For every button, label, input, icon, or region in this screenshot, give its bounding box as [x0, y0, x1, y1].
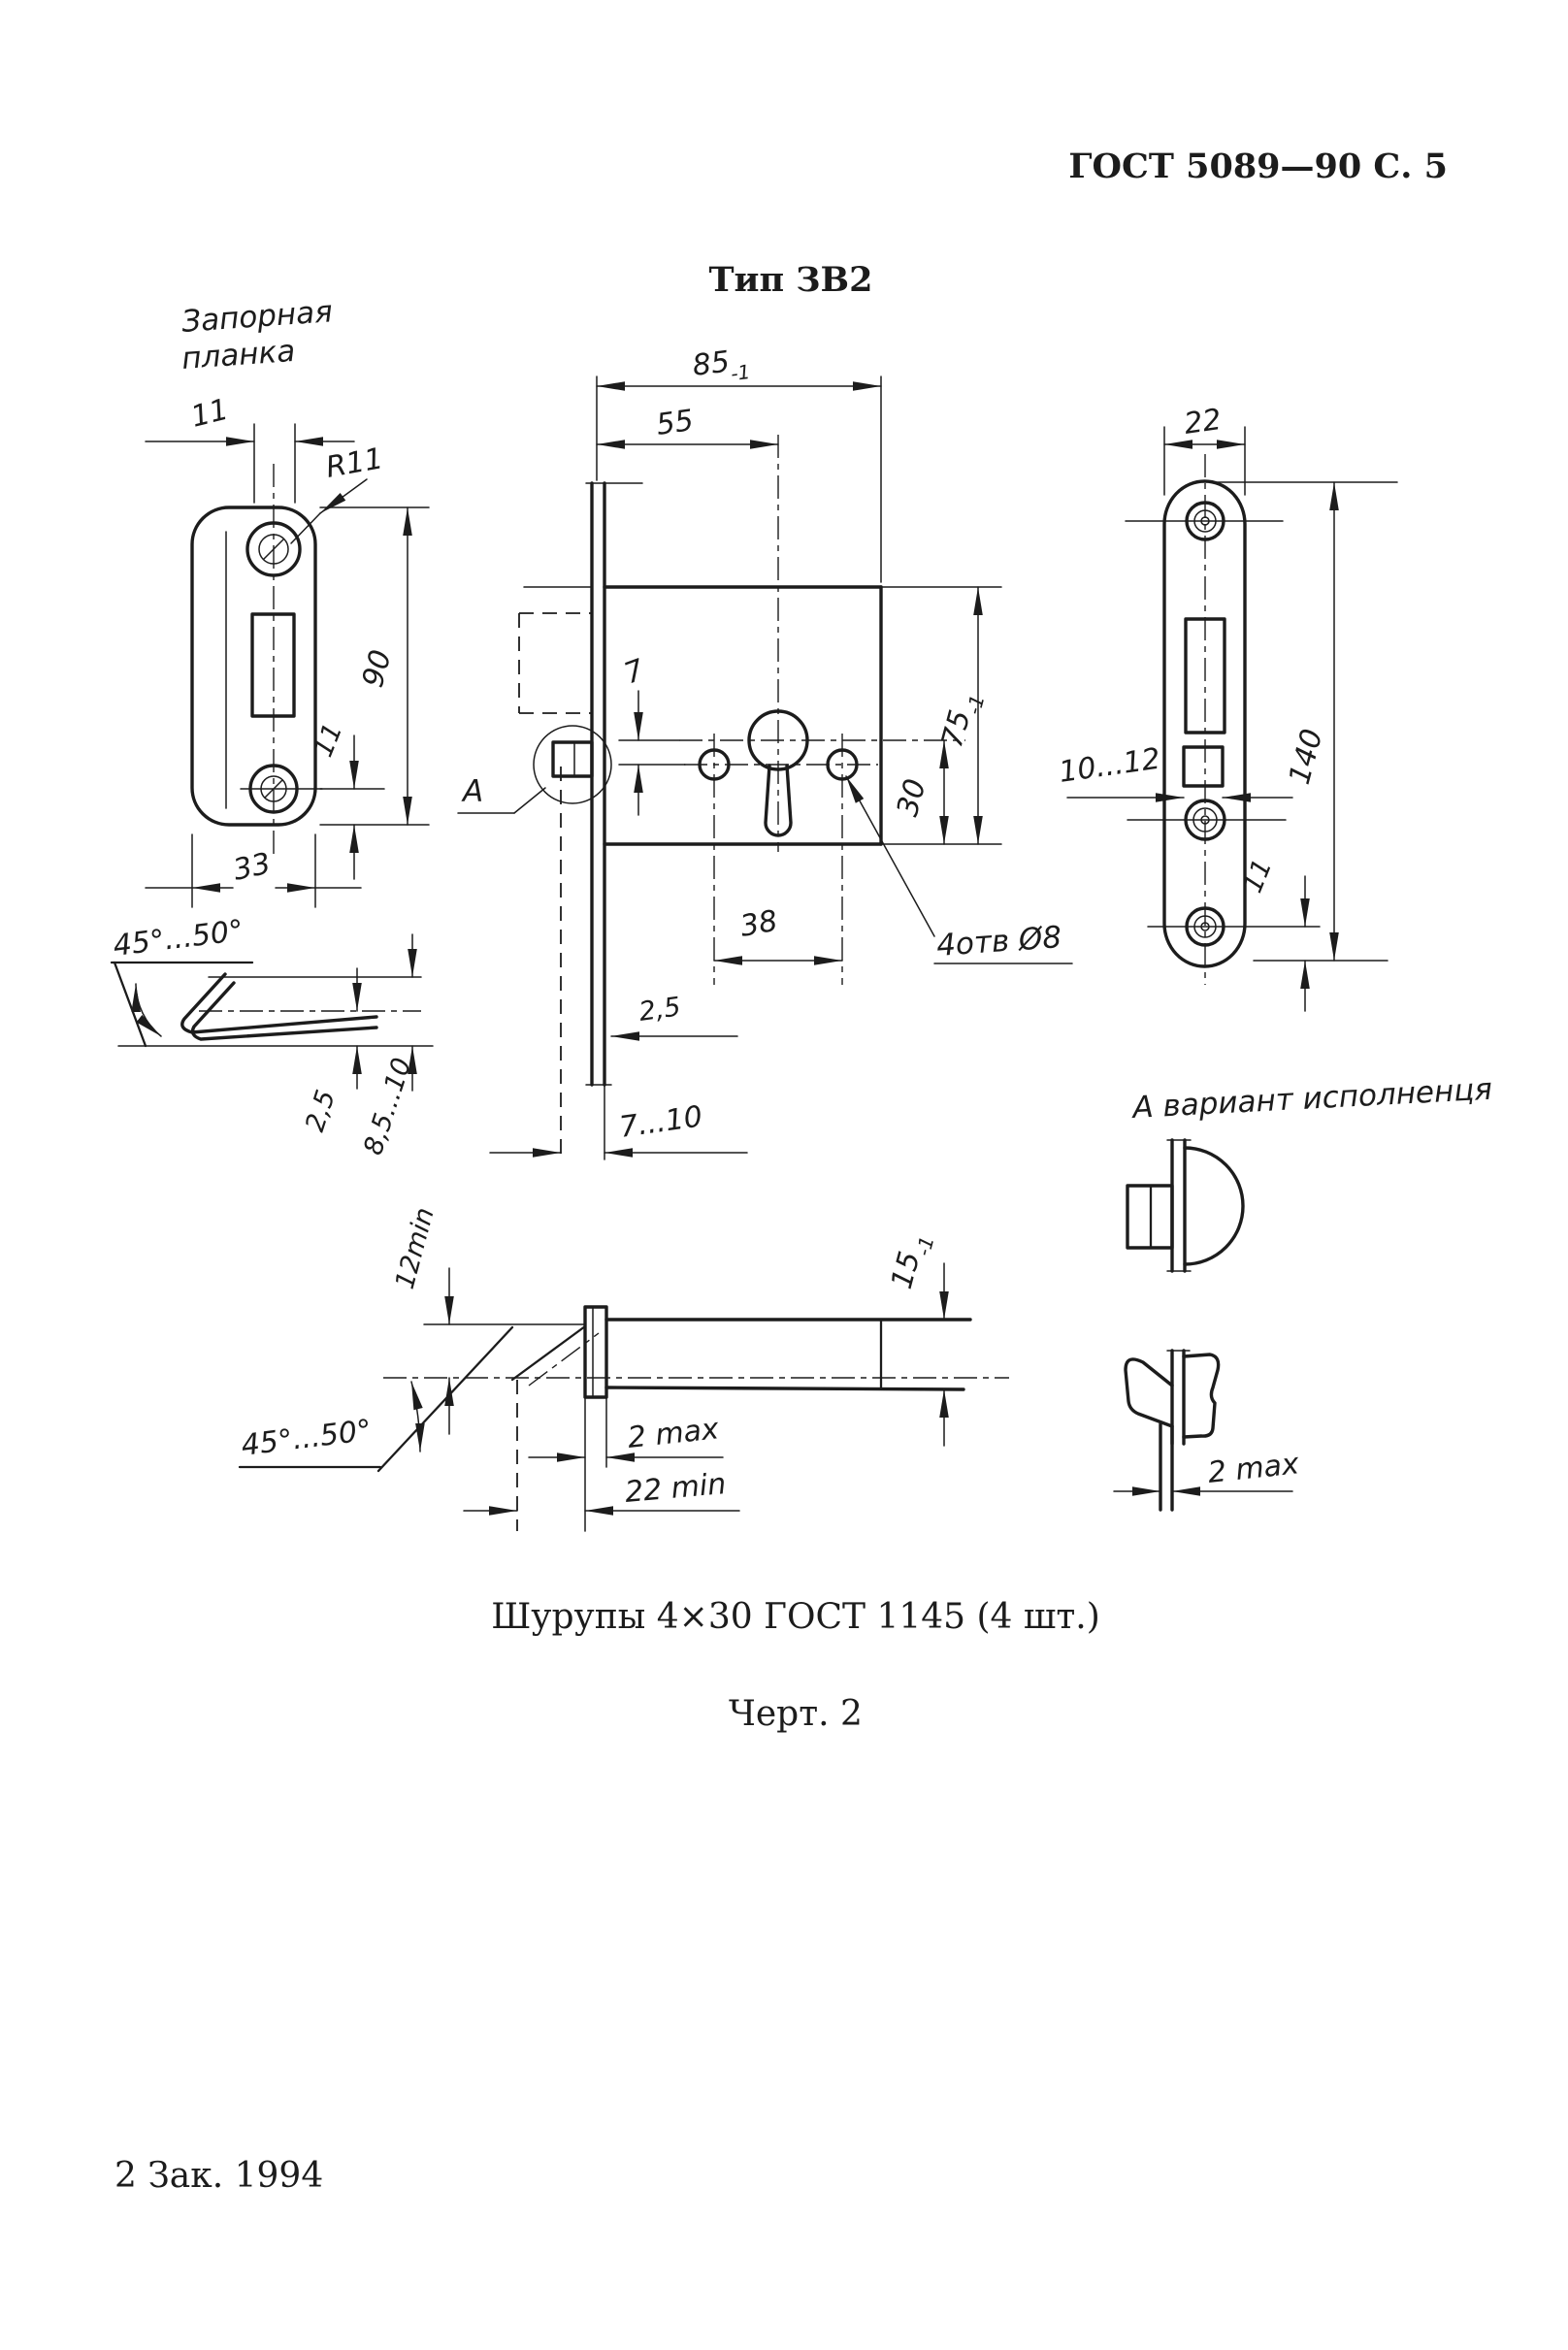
bolt-view: 12min 45°...50° 15-1 2 max 22 min [238, 1204, 1009, 1532]
dim-bolt-flange: 2 max [626, 1412, 720, 1455]
dim-body-width: 85-1 [691, 343, 752, 390]
strike-plate-view: Запорная планка 11 R11 90 11 [145, 294, 430, 908]
dim-axis-to-bottom: 30 [891, 775, 933, 820]
dim-tongue-thickness: 2,5 [300, 1087, 342, 1135]
dim-bolt-throw: 12min [390, 1204, 441, 1291]
strike-tongue-detail: 45°...50° 2,5 8,5...10 [110, 914, 434, 1159]
dim-variant-stem: 2 max [1206, 1447, 1300, 1490]
strike-plate-label-2: планка [180, 334, 296, 376]
variant-a-section: А вариант исполненця 2 max [1113, 1072, 1493, 1512]
variant-heading: А вариант исполненця [1130, 1072, 1493, 1126]
dim-bolt-angle: 45°...50° [240, 1414, 374, 1463]
faceplate-side-view: 22 140 10...12 11 [1057, 403, 1398, 1012]
dim-faceplate-thickness: 2,5 [637, 992, 683, 1028]
strike-plate-label-1: Запорная [180, 294, 334, 340]
holes-note: 4отв Ø8 [935, 920, 1062, 963]
dim-tongue-bend-height: 8,5...10 [358, 1055, 417, 1159]
dim-tongue-angle: 45°...50° [112, 914, 245, 963]
dim-faceplate-slot-width: 10...12 [1057, 742, 1162, 790]
dim-bolt-height: 15-1 [885, 1229, 939, 1294]
dim-strike-slot-width: 11 [187, 393, 232, 435]
dim-strike-radius: R11 [323, 441, 385, 485]
lock-body-view: А 85-1 55 7 30 [457, 343, 1073, 1160]
dim-strike-width: 33 [230, 847, 274, 888]
screws-note: Шурупы 4×30 ГОСТ 1145 (4 шт.) [491, 1597, 1100, 1637]
dim-bolt-length: 22 min [624, 1467, 728, 1510]
dim-backset: 55 [654, 404, 696, 442]
dim-faceplate-height: 140 [1283, 726, 1330, 788]
dim-strike-height: 90 [356, 646, 399, 691]
dim-faceplate-gap: 7...10 [617, 1099, 704, 1145]
figure-caption: Черт. 2 [729, 1694, 863, 1734]
page-footer: 2 Зак. 1994 [114, 2156, 323, 2196]
dim-faceplate-width: 22 [1182, 403, 1224, 441]
dim-body-height: 75-1 [935, 688, 990, 753]
detail-a-label: А [461, 774, 483, 809]
page-header: ГОСТ 5089—90 С. 5 [1068, 147, 1448, 186]
page-title: Тип ЗВ2 [709, 260, 873, 300]
dim-holes-span: 38 [737, 904, 780, 944]
dim-center-offset: 7 [620, 653, 649, 691]
